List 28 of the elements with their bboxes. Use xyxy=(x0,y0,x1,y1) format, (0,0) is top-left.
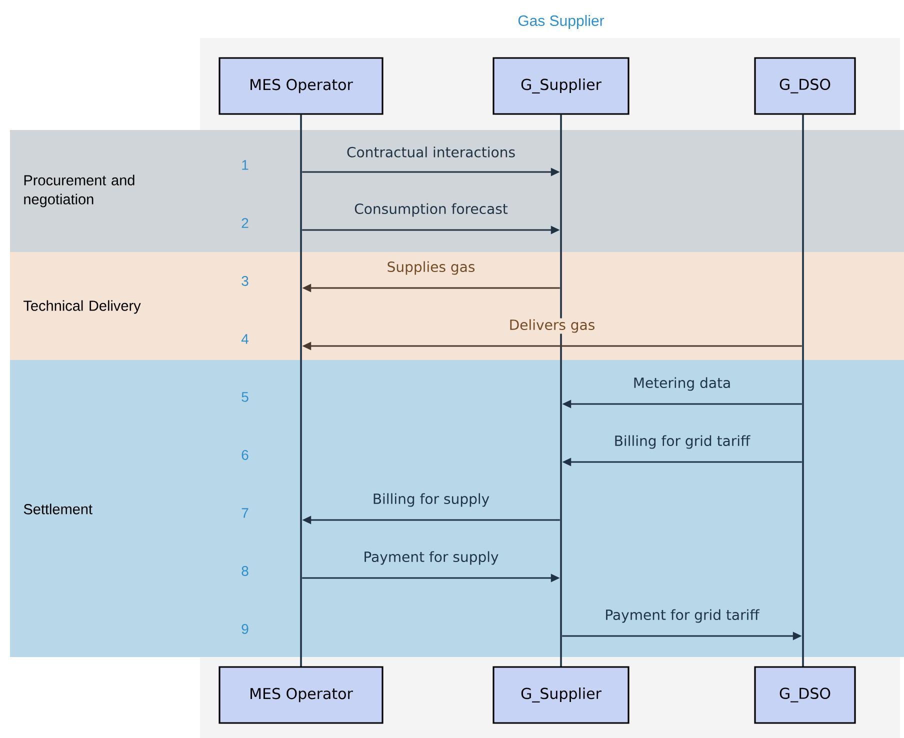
edge-label: Metering data xyxy=(634,377,730,391)
edge-label: Billing for grid tariff xyxy=(615,435,750,449)
phase-label: Technical Delivery xyxy=(24,300,141,314)
edge-label: Payment for supply xyxy=(364,551,498,565)
step-number: 7 xyxy=(242,508,248,518)
edge-label: Consumption forecast xyxy=(354,203,508,217)
step-number: 2 xyxy=(242,218,248,228)
edge-label: Contractual interactions xyxy=(347,146,515,158)
step-number: 4 xyxy=(241,334,248,344)
phase-label: Settlement xyxy=(24,504,92,514)
participant-box: MES Operator xyxy=(218,666,384,724)
step-number: 6 xyxy=(242,450,248,460)
lane-header: Gas Supplier xyxy=(518,15,604,29)
edge-label: Delivers gas xyxy=(510,319,594,333)
participant-box: G_Supplier xyxy=(492,57,630,115)
step-number: 8 xyxy=(242,566,248,576)
phase-label: Procurement and negotiation xyxy=(24,174,134,208)
participant-box: G_DSO xyxy=(754,666,856,724)
edge-label: Billing for supply xyxy=(374,493,490,507)
edge-label: Supplies gas xyxy=(388,261,475,275)
edge-label: Payment for grid tariff xyxy=(606,609,760,623)
participant-box: G_Supplier xyxy=(492,666,630,724)
participant-box: MES Operator xyxy=(218,57,384,115)
step-number: 9 xyxy=(242,624,248,634)
step-number: 3 xyxy=(242,276,248,286)
participant-box: G_DSO xyxy=(754,57,856,115)
step-number: 5 xyxy=(242,392,248,402)
step-number: 1 xyxy=(242,160,248,170)
